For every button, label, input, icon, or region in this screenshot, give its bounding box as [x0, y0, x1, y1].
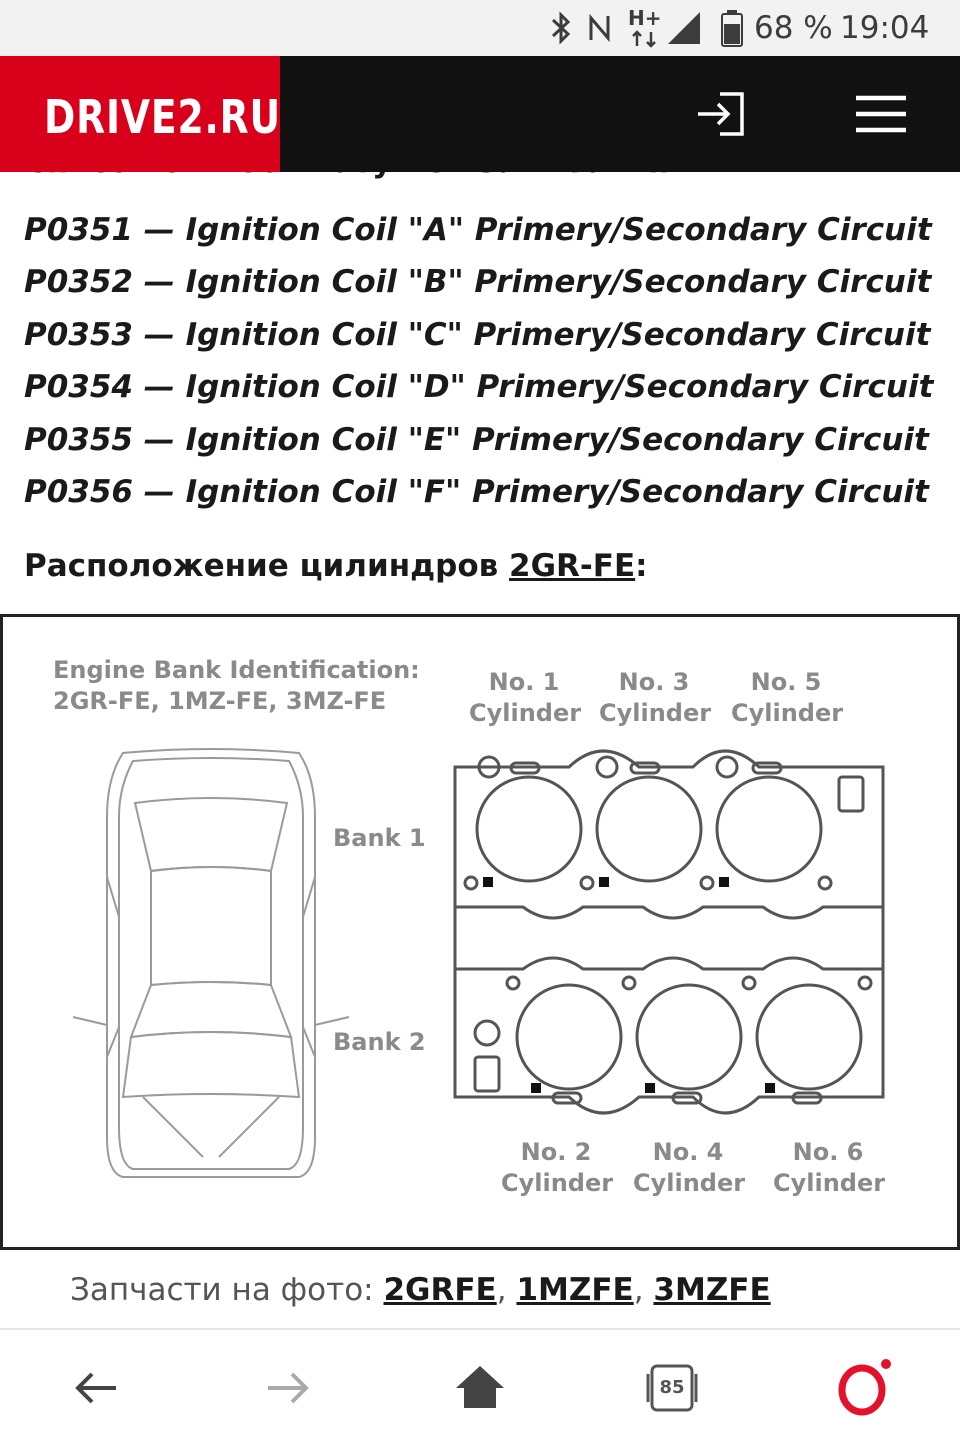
bank2-gasket [453, 956, 885, 1115]
cylinder-number: No. 4 [652, 1138, 724, 1166]
diagram-title-line1: Engine Bank Identification: [53, 656, 420, 684]
cylinder-word: Cylinder [773, 1169, 886, 1197]
bank1-markers [483, 877, 729, 887]
diagram-title: Engine Bank Identification: 2GR-FE, 1MZ-… [53, 655, 420, 717]
nfc-icon [589, 13, 610, 43]
hplus-icon: H+ [626, 6, 662, 50]
parts-on-photo: Запчасти на фото: 2GRFE, 1MZFE, 3MZFE [70, 1272, 771, 1308]
dtc-code-line: P0355 — Ignition Coil "E" Primery/Second… [24, 422, 929, 458]
cylinder-label-4: No. 4 Cylinder [633, 1137, 746, 1199]
bluetooth-icon [551, 11, 571, 45]
diagram-drawing [72, 748, 885, 1178]
car-outline [72, 748, 350, 1178]
logo-text: DRIVE2.RU [44, 90, 281, 144]
tabs-button[interactable]: 85 [642, 1358, 702, 1418]
forward-button[interactable] [258, 1358, 318, 1418]
cylinder-layout-heading: Расположение цилиндров 2GR-FE: [24, 548, 648, 584]
cylinder-number: No. 6 [792, 1138, 864, 1166]
section-heading-colon: : [635, 548, 648, 584]
cylinder-word: Cylinder [501, 1169, 614, 1197]
back-arrow-icon [75, 1372, 116, 1404]
home-button[interactable] [450, 1358, 510, 1418]
diagram-title-line2: 2GR-FE, 1MZ-FE, 3MZ-FE [53, 687, 387, 715]
cylinder-label-2: No. 2 Cylinder [501, 1137, 614, 1199]
part-link-3mzfe[interactable]: 3MZFE [653, 1272, 771, 1308]
cylinder-word: Cylinder [469, 699, 582, 727]
browser-bottom-nav: 85 [0, 1328, 960, 1440]
parts-prefix: Запчасти на фото: [70, 1272, 384, 1308]
engine-bank-diagram: Engine Bank Identification: 2GR-FE, 1MZ-… [0, 614, 960, 1250]
cylinder-number: No. 5 [750, 668, 822, 696]
bank1-label: Bank 1 [333, 824, 426, 852]
cylinder-word: Cylinder [633, 1169, 746, 1197]
part-link-2grfe[interactable]: 2GRFE [383, 1272, 497, 1308]
dtc-code-line: P0354 — Ignition Coil "D" Primery/Second… [24, 369, 934, 405]
battery-icon [721, 10, 743, 47]
cylinder-number: No. 3 [618, 668, 690, 696]
tabs-icon [646, 1364, 698, 1412]
opera-icon [838, 1359, 891, 1416]
cylinder-number: No. 1 [488, 668, 560, 696]
bank2-markers [531, 1083, 775, 1093]
network-type-label: H+ [628, 6, 662, 30]
part-link-1mzfe[interactable]: 1MZFE [516, 1272, 634, 1308]
site-logo[interactable]: DRIVE2.RU [0, 56, 280, 172]
parts-separator: , [633, 1272, 654, 1308]
cylinder-word: Cylinder [599, 699, 712, 727]
login-icon [698, 92, 744, 136]
cylinder-number: No. 2 [520, 1138, 592, 1166]
dtc-code-line: P0356 — Ignition Coil "F" Primery/Second… [24, 474, 929, 510]
clock: 19:04 [840, 10, 930, 46]
site-header: DRIVE2.RU [0, 56, 960, 172]
login-button[interactable] [692, 84, 752, 144]
tab-count: 85 [659, 1377, 685, 1398]
parts-separator: , [496, 1272, 517, 1308]
bank2-label: Bank 2 [333, 1028, 426, 1056]
cylinder-label-6: No. 6 Cylinder [773, 1137, 886, 1199]
status-bar: H+ 68 % 19:04 [0, 0, 960, 56]
home-icon [456, 1366, 504, 1408]
signal-icon [668, 12, 700, 44]
dtc-code-line: P0353 — Ignition Coil "C" Primery/Second… [24, 317, 931, 353]
menu-icon [856, 95, 906, 133]
forward-arrow-icon [268, 1372, 309, 1404]
bank1-gasket [453, 749, 885, 920]
engine-link-2gr-fe[interactable]: 2GR-FE [509, 548, 636, 584]
dtc-code-line: P0352 — Ignition Coil "B" Primery/Second… [24, 264, 932, 300]
cylinder-word: Cylinder [731, 699, 844, 727]
cylinder-label-5: No. 5 Cylinder [731, 667, 844, 729]
section-heading-text: Расположение цилиндров [24, 548, 510, 584]
back-button[interactable] [66, 1358, 126, 1418]
cylinder-label-1: No. 1 Cylinder [469, 667, 582, 729]
menu-button[interactable] [852, 84, 912, 144]
dtc-code-line: P0351 — Ignition Coil "A" Primery/Second… [24, 212, 932, 248]
cylinder-label-3: No. 3 Cylinder [599, 667, 712, 729]
battery-percent: 68 % [754, 10, 833, 46]
opera-menu-button[interactable] [834, 1358, 894, 1418]
